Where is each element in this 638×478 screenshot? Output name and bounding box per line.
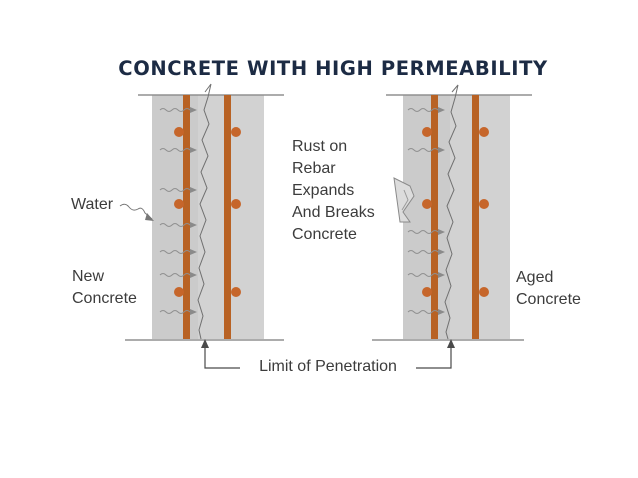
new-concrete-label-line-2: Concrete	[72, 290, 137, 307]
rust-label-line-1: Rust on	[292, 138, 347, 155]
left-wall-rebar-1	[183, 95, 190, 339]
limit-of-penetration-bracket	[201, 339, 455, 369]
water-pointer	[119, 203, 153, 220]
water-label: Water	[71, 196, 114, 213]
aged-concrete-label-line-2: Concrete	[516, 291, 581, 308]
rust-label-line-3: Expands	[292, 182, 354, 199]
rust-label-line-4: And Breaks	[292, 204, 375, 221]
spalled-concrete-chunk	[393, 177, 415, 223]
diagram-title: CONCRETE WITH HIGH PERMEABILITY	[118, 57, 548, 80]
aged-concrete-wall	[372, 84, 532, 341]
right-wall-rebar-2	[472, 95, 479, 339]
new-concrete-label-line-1: New	[72, 268, 104, 285]
new-concrete-label: New Concrete	[72, 268, 137, 307]
new-concrete-wall	[125, 83, 284, 341]
aged-concrete-label: Aged Concrete	[516, 269, 581, 308]
rust-label-line-5: Concrete	[292, 226, 357, 243]
left-wall-crack	[197, 83, 212, 340]
right-wall-crack	[444, 84, 459, 340]
rust-label-line-2: Rebar	[292, 160, 336, 177]
limit-of-penetration-label: Limit of Penetration	[259, 358, 397, 375]
rust-label: Rust on Rebar Expands And Breaks Concret…	[292, 138, 379, 243]
right-wall-rebar-1	[431, 95, 438, 339]
left-wall-rebar-2	[224, 95, 231, 339]
aged-concrete-label-line-1: Aged	[516, 269, 553, 286]
